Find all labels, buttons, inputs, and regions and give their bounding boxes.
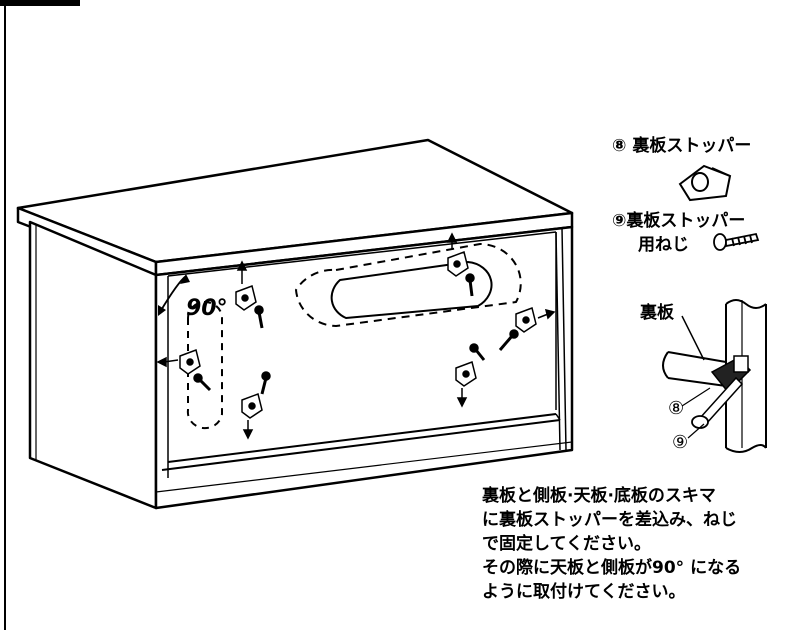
cabinet-drawing [16,138,574,510]
part-9-number: ⑨ [612,211,627,231]
screw-part-icon [713,232,760,251]
instruction-line: に裏板ストッパーを差込み、ねじ [482,510,737,530]
part-9-name-line1: 裏板ストッパー [626,211,746,231]
stopper-brackets [156,232,556,440]
inner-slot [330,261,493,319]
angle-label: 90° [186,296,228,321]
back-frame [154,225,574,510]
instruction-line: その際に天板と側板が90° になる [482,558,742,578]
corner-tab [0,0,80,6]
detail-callout-8: ⑧ [668,398,685,419]
part-9-label: ⑨裏板ストッパー [612,206,745,231]
dashed-slot [295,243,522,327]
stopper-part-icon [678,164,732,202]
back-panel-label: 裏板 [640,303,674,323]
part-8-label: ⑧ 裏板ストッパー [612,131,751,156]
instructions: 裏板と側板·天板·底板のスキマ に裏板ストッパーを差込み、ねじ で固定してくださ… [482,484,741,604]
instruction-line: で固定してください。 [482,534,651,554]
part-9-name-line2: 用ねじ [638,235,689,255]
instruction-line: ように取付けてください。 [482,582,686,602]
part-8-name: 裏板ストッパー [632,136,752,156]
dashed-slot-left [186,301,223,430]
detail-callout-9: ⑨ [672,432,689,453]
part-8-number: ⑧ [612,136,627,156]
instruction-line: 裏板と側板·天板·底板のスキマ [482,486,716,506]
detail-drawing [662,299,767,453]
